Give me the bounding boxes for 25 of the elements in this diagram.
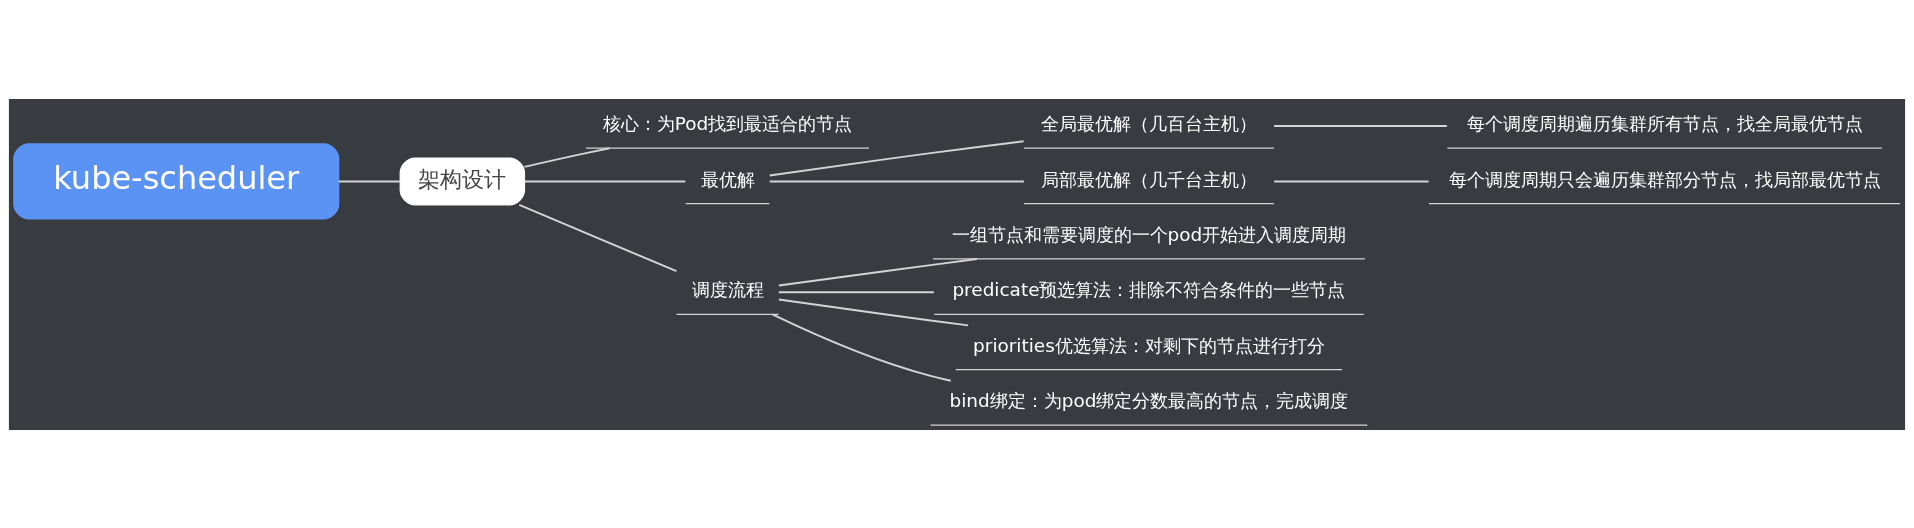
node-text: 调度流程 bbox=[691, 278, 764, 300]
node-text: 最优解 bbox=[700, 168, 755, 190]
node-box: kube-scheduler bbox=[13, 142, 340, 220]
node-text: predicate预选算法：排除不符合条件的一些节点 bbox=[952, 278, 1346, 300]
connector bbox=[768, 139, 1025, 176]
node-text: 全局最优解（几百台主机） bbox=[1040, 112, 1257, 134]
connector bbox=[523, 146, 611, 168]
connector bbox=[768, 179, 1025, 182]
connector bbox=[771, 312, 952, 382]
connector bbox=[523, 179, 687, 182]
node-box: 架构设计 bbox=[399, 156, 526, 205]
node-text: bind绑定：为pod绑定分数最高的节点，完成调度 bbox=[949, 389, 1349, 411]
node-text: 局部最优解（几千台主机） bbox=[1040, 168, 1257, 190]
node-text: 每个调度周期遍历集群所有节点，找全局最优节点 bbox=[1466, 112, 1863, 134]
node-text: 一组节点和需要调度的一个pod开始进入调度周期 bbox=[951, 223, 1347, 245]
connector bbox=[337, 179, 401, 182]
connector bbox=[777, 257, 978, 286]
connector bbox=[777, 297, 970, 326]
connector bbox=[1273, 124, 1448, 127]
connector bbox=[777, 290, 935, 293]
connector bbox=[518, 203, 678, 272]
node-text: 每个调度周期只会遍历集群部分节点，找局部最优节点 bbox=[1448, 168, 1881, 190]
node-text: 核心：为Pod找到最适合的节点 bbox=[602, 112, 853, 134]
connector bbox=[1273, 179, 1430, 182]
node-text: priorities优选算法：对剩下的节点进行打分 bbox=[973, 334, 1325, 356]
